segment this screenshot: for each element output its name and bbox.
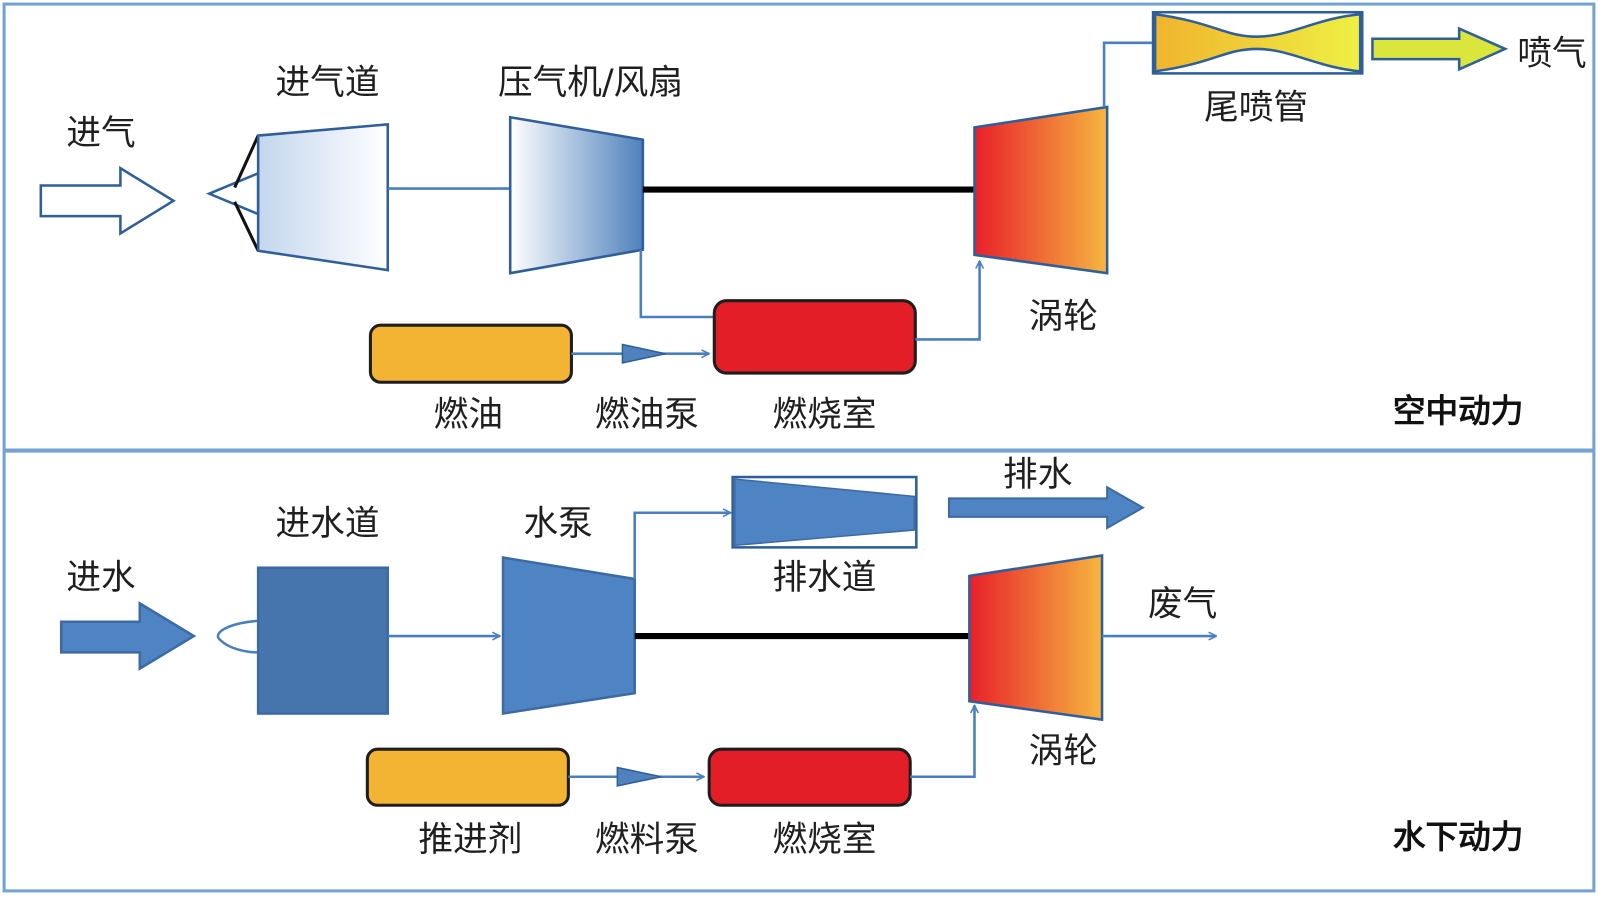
air-exhaust-arrow bbox=[1371, 26, 1509, 72]
water-inlet-label: 进水 bbox=[66, 558, 135, 598]
underwater-panel-title: 水下动力 bbox=[1393, 818, 1524, 856]
water-outlet-label: 排水 bbox=[1003, 455, 1072, 495]
water-combustor bbox=[707, 747, 912, 807]
air-turbine-to-nozzle-line bbox=[1102, 41, 1154, 108]
water-intake-label: 进水道 bbox=[276, 504, 380, 544]
water-pump-to-outlet-line bbox=[633, 513, 731, 579]
water-intake-duct bbox=[256, 566, 390, 715]
water-fuel-pump-icon bbox=[616, 766, 662, 787]
air-nozzle-label: 尾喷管 bbox=[1204, 88, 1308, 128]
water-propellant-label: 推进剂 bbox=[418, 820, 522, 860]
air-intake-label: 进气道 bbox=[276, 63, 380, 103]
air-cone-strut-top bbox=[233, 134, 260, 189]
air-combustor-label: 燃烧室 bbox=[772, 395, 876, 435]
water-outlet-wedge bbox=[733, 478, 916, 547]
air-compressor-to-combustor-line bbox=[639, 249, 715, 319]
air-inlet-label: 进气 bbox=[66, 114, 135, 154]
air-compressor bbox=[508, 115, 645, 275]
air-nozzle-throat bbox=[1153, 12, 1362, 73]
water-turbine-label: 涡轮 bbox=[1029, 731, 1098, 771]
air-combustor bbox=[712, 299, 917, 375]
air-fuel-label: 燃油 bbox=[434, 395, 503, 435]
air-fuel-pump-label: 燃油泵 bbox=[595, 395, 699, 435]
air-nozzle bbox=[1151, 10, 1364, 75]
air-inlet-cone bbox=[205, 171, 260, 216]
air-compressor-label: 压气机/风扇 bbox=[498, 63, 683, 103]
air-inlet-arrow bbox=[39, 165, 176, 236]
water-exhaust-label: 废气 bbox=[1148, 585, 1217, 625]
water-outlet-duct bbox=[731, 475, 918, 549]
water-combustor-to-turbine-line bbox=[910, 705, 974, 778]
air-fuel-tank bbox=[368, 323, 573, 384]
water-pump-label: 水泵 bbox=[523, 504, 592, 544]
air-fuel-pump-icon bbox=[621, 343, 666, 364]
water-turbine bbox=[968, 554, 1104, 722]
water-outlet-arrow bbox=[947, 485, 1145, 530]
water-intake-lip bbox=[216, 619, 259, 654]
water-outlet-duct-label: 排水道 bbox=[772, 558, 876, 598]
water-inlet-arrow bbox=[59, 601, 197, 671]
air-intake-duct bbox=[256, 122, 390, 272]
air-turbine bbox=[973, 105, 1109, 275]
underwater-power-panel: 进水 进水道 水泵 排水道 排水 涡轮 废气 推进剂 燃料泵 燃烧室 水下动力 bbox=[59, 455, 1524, 860]
air-cone-strut-bottom bbox=[233, 201, 260, 252]
air-power-panel: 进气 进气道 压气机/风扇 涡轮 尾喷管 喷气 燃油 燃油泵 燃烧室 空中动力 bbox=[39, 10, 1587, 435]
water-propellant-tank bbox=[365, 747, 570, 807]
air-turbine-label: 涡轮 bbox=[1029, 297, 1098, 337]
air-panel-title: 空中动力 bbox=[1393, 392, 1524, 430]
air-combustor-to-turbine-line bbox=[915, 261, 979, 341]
water-combustor-label: 燃烧室 bbox=[772, 820, 876, 860]
water-pump bbox=[501, 556, 636, 716]
water-fuel-pump-label: 燃料泵 bbox=[595, 820, 699, 860]
air-exhaust-label: 喷气 bbox=[1517, 34, 1586, 74]
